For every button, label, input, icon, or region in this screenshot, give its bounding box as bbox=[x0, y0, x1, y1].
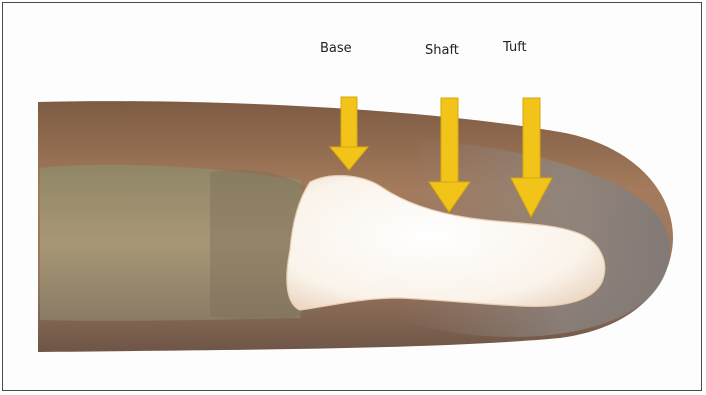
label-tuft: Tuft bbox=[503, 40, 527, 55]
label-shaft: Shaft bbox=[425, 43, 459, 58]
label-base: Base bbox=[320, 41, 352, 56]
